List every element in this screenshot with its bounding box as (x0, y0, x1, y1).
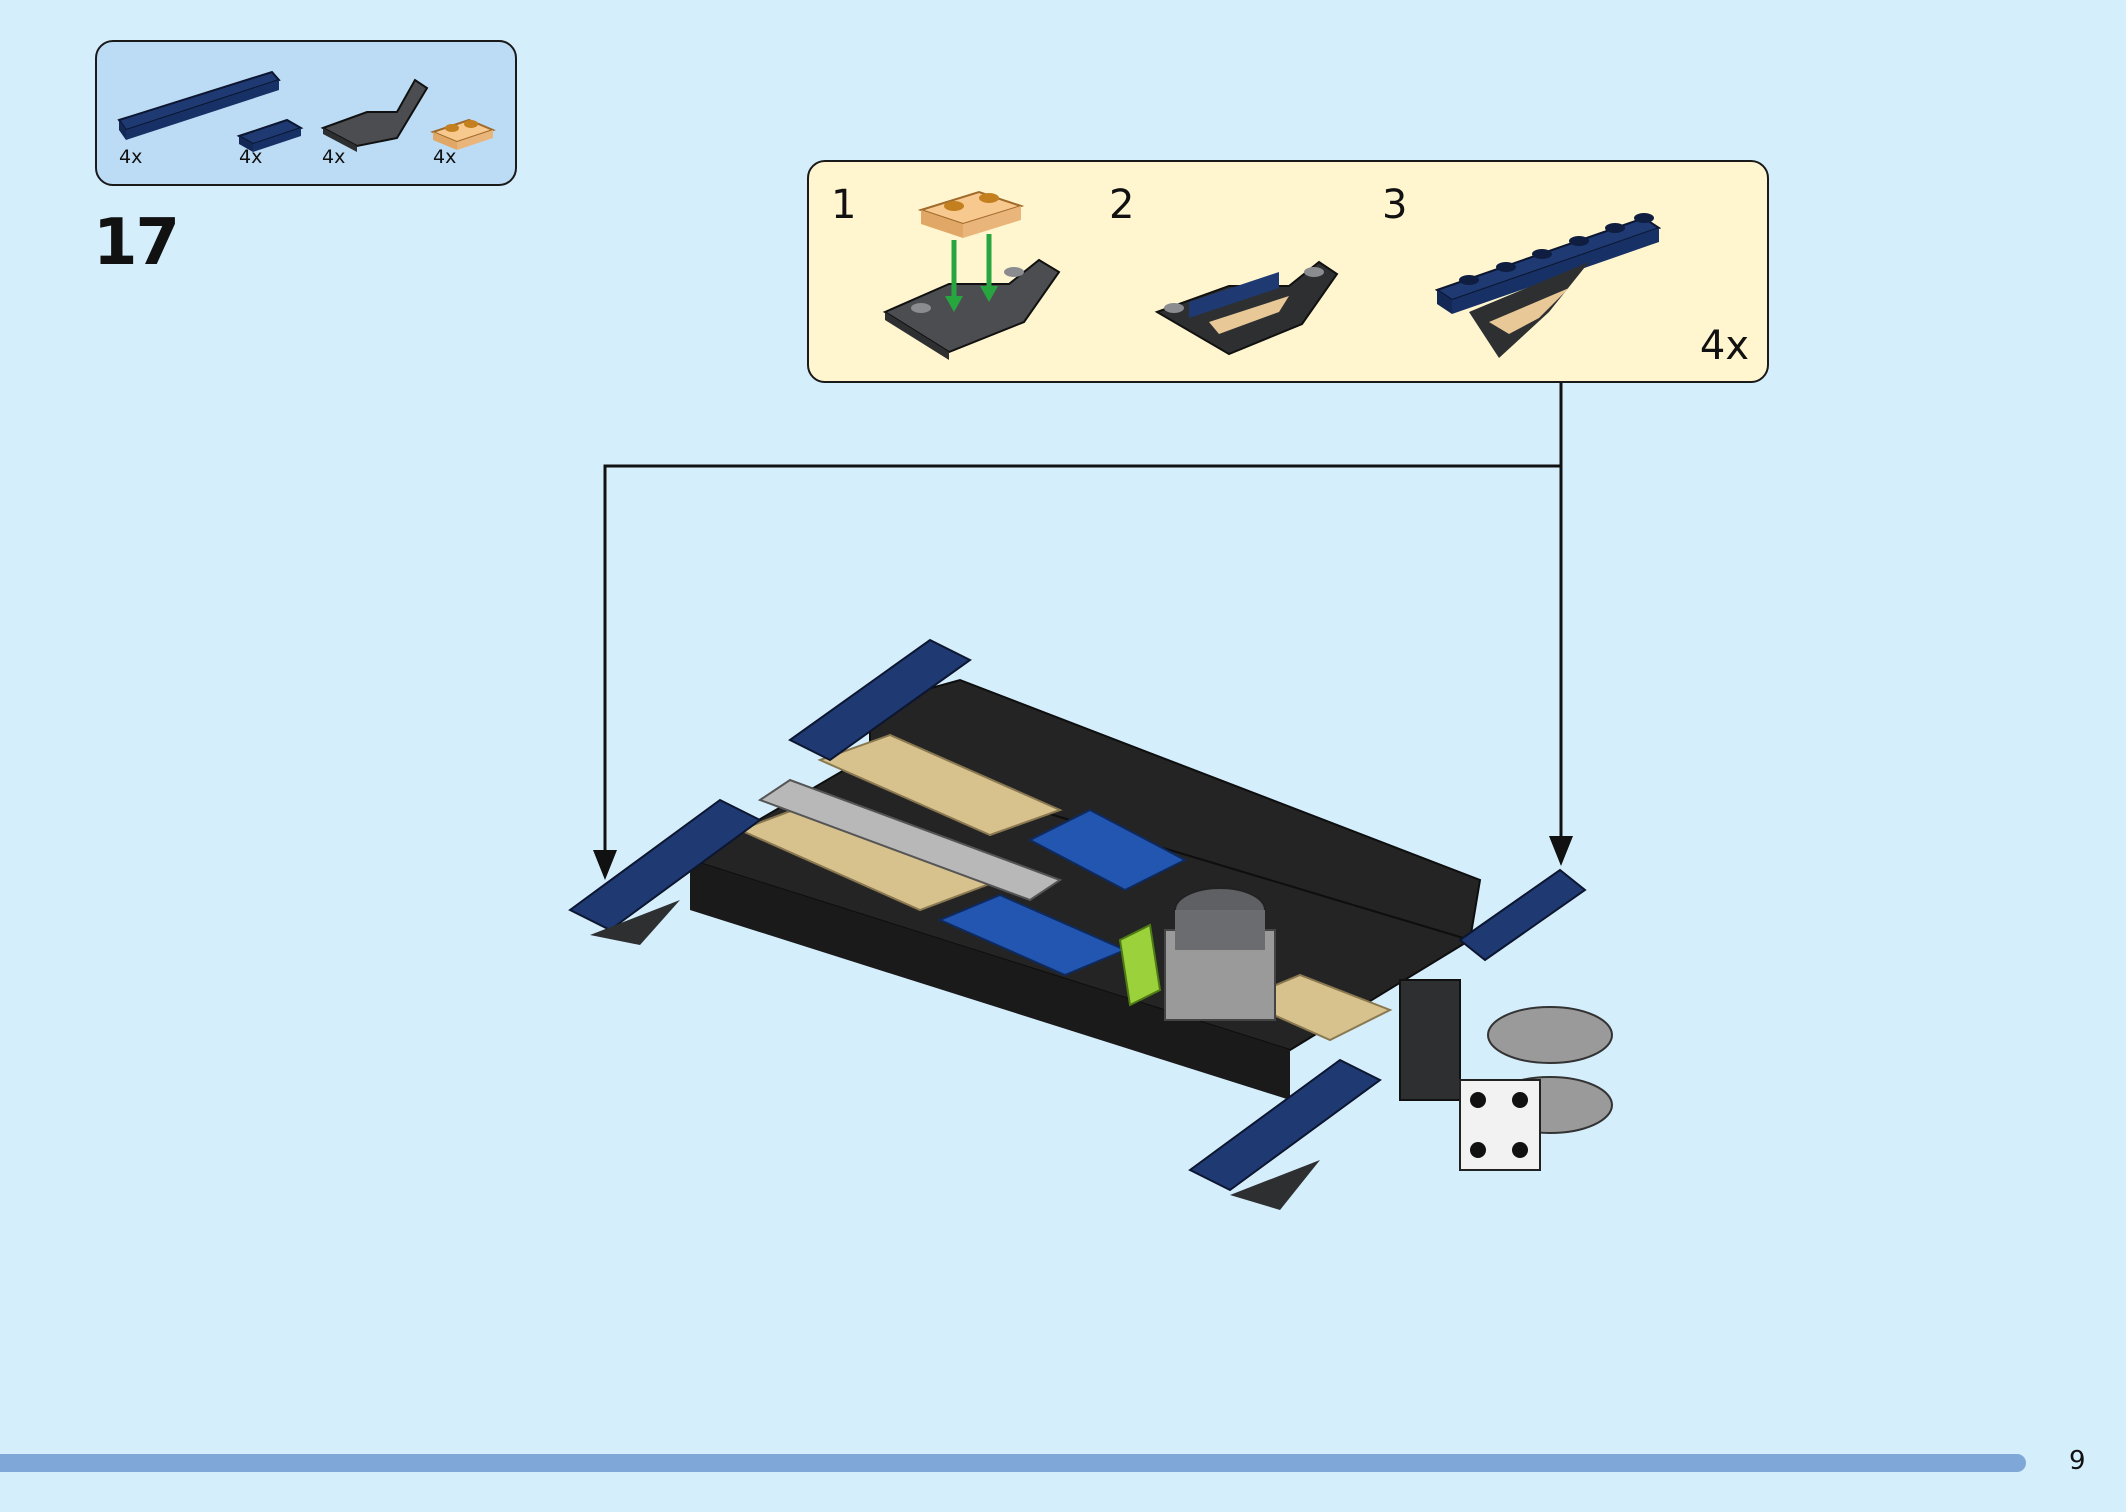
model-tan-plates (737, 733, 1393, 1042)
substep-1-illustration (882, 190, 1061, 360)
substep-3-illustration (1434, 213, 1662, 358)
footer-progress-bar (0, 1454, 2026, 1472)
substep-number-1: 1 (831, 182, 857, 228)
substep-2-illustration (1154, 260, 1339, 356)
part-dark-blue-plate-long (117, 70, 281, 140)
model-lime-element (1118, 923, 1162, 1007)
part-count-1: 4x (119, 146, 143, 168)
substep-illustrations (882, 190, 1662, 360)
part-trans-orange-plate (430, 118, 496, 150)
part-dark-blue-plate-short (236, 118, 304, 152)
parts-list-box: 4x 4x 4x 4x (95, 40, 517, 186)
part-count-2: 4x (239, 146, 263, 168)
part-count-3: 4x (322, 146, 346, 168)
model-grey-turntable (1164, 887, 1276, 1021)
page-number: 9 (2069, 1446, 2086, 1476)
substep-number-2: 2 (1109, 182, 1135, 228)
part-dark-grey-slope (320, 78, 429, 152)
model-dark-blue-wings (568, 638, 1587, 1210)
model-grey-hinge-front (1399, 979, 1613, 1171)
substep-number-3: 3 (1382, 182, 1408, 228)
callout-multiplier: 4x (1699, 323, 1749, 369)
model-grey-panel (757, 778, 1063, 902)
step-number: 17 (93, 206, 180, 280)
subassembly-callout: 1 2 3 4x (807, 160, 1769, 383)
parts-illustrations (117, 70, 496, 152)
part-count-4: 4x (433, 146, 457, 168)
